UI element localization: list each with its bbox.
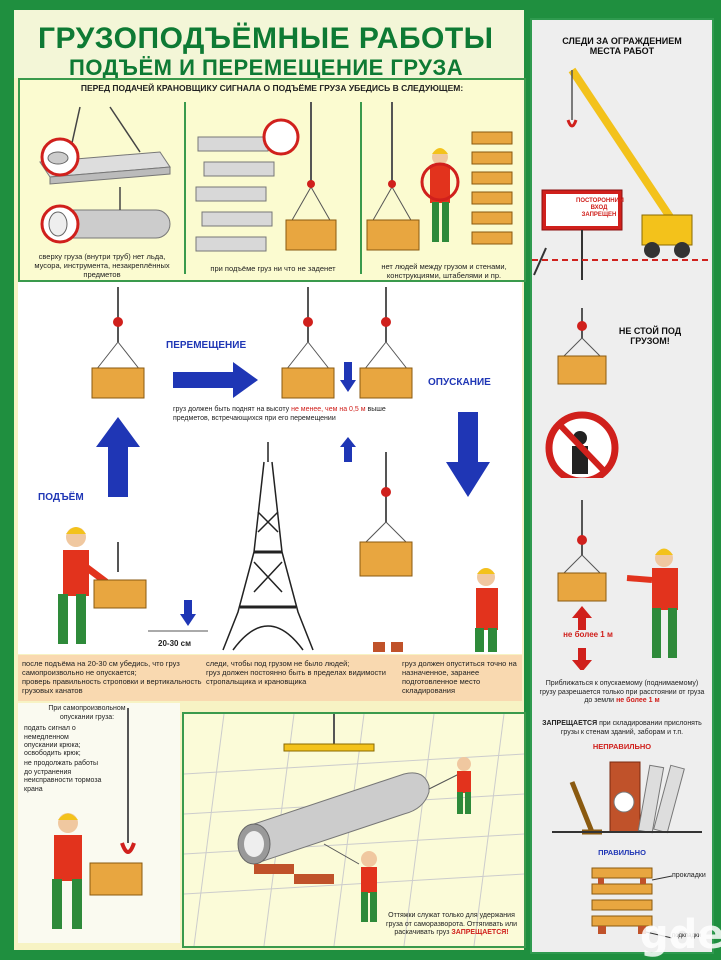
self-lowering-item-3: не продолжать работы до устранения неисп…: [24, 760, 102, 793]
tower-illustration: [222, 442, 314, 651]
wrong-label: НЕПРАВИЛЬНО: [592, 742, 652, 751]
supports-label: подкладки: [672, 933, 701, 939]
worker-signalling: [475, 568, 498, 652]
check-item-3: нет людей между грузом и стенами, констр…: [381, 262, 507, 280]
check-cell-3: нет людей между грузом и стенами, констр…: [362, 102, 524, 280]
band-note-3: груз должен опуститься точно на назначен…: [402, 659, 517, 695]
load-lowering: [359, 452, 413, 577]
process-illustration: [58, 287, 498, 652]
spacers-label: прокладки: [672, 872, 706, 879]
no-stand-illustration: [545, 308, 619, 478]
load-moving-1: [281, 287, 335, 399]
poster-title: ГРУЗОПОДЪЁМНЫЕ РАБОТЫ: [38, 22, 494, 55]
load-lifted: [91, 287, 145, 399]
storage-rule: ЗАПРЕЩАЕТСЯ при складировании прислонять…: [542, 720, 702, 736]
right-label: ПРАВИЛЬНО: [598, 848, 646, 857]
self-lowering-item-2: освободить крюк;: [24, 750, 81, 757]
band-note-2: следи, чтобы под грузом не было людей; г…: [206, 659, 386, 686]
check-heading: ПЕРЕД ПОДАЧЕЙ КРАНОВЩИКУ СИГНАЛА О ПОДЪЁ…: [80, 83, 464, 93]
move-arrow: [173, 362, 258, 398]
self-lowering-item-1: подать сигнал о немедленном опускании кр…: [24, 725, 81, 749]
check-item-1: сверху груза (внутри труб) нет льда, мус…: [34, 252, 170, 279]
check-cell-1: сверху груза (внутри труб) нет льда, мус…: [20, 102, 186, 279]
right-storage-illustration: [591, 867, 673, 939]
poster-subtitle: ПОДЪЁМ И ПЕРЕМЕЩЕНИЕ ГРУЗА: [69, 55, 464, 80]
band-note-1: после подъёма на 20-30 см убедись, что г…: [22, 659, 202, 695]
notes-band: после подъёма на 20-30 см убедись, что г…: [18, 655, 522, 701]
stacked-boards-illustration: [195, 102, 337, 252]
worker-lifting: [58, 527, 147, 644]
lower-label: ОПУСКАНИЕ: [428, 377, 491, 388]
watermark-logo: gde: [640, 912, 721, 958]
check-section: ПЕРЕД ПОДАЧЕЙ КРАНОВЩИКУ СИГНАЛА О ПОДЪЁ…: [18, 78, 526, 282]
guy-ropes-section: Оттяжки служат только для удержания груз…: [182, 712, 526, 948]
gap-label: 20-30 см: [158, 639, 192, 648]
crane-illustration: [532, 67, 712, 280]
limit-label: не более 1 м: [563, 630, 613, 639]
no-entry-sign: ПОСТОРОННИМ ВХОД ЗАПРЕЩЕН: [576, 198, 624, 218]
title-area: ГРУЗОПОДЪЁМНЫЕ РАБОТЫ ПОДЪЁМ И ПЕРЕМЕЩЕН…: [14, 10, 524, 80]
height-note: груз должен быть поднят на высоту не мен…: [173, 406, 386, 422]
load-moving-2: [359, 287, 413, 399]
check-cell-2: при подъёме груз ни что не заденет: [186, 102, 362, 274]
guy-ropes-note: Оттяжки служат только для удержания груз…: [385, 912, 518, 936]
right-column: СЛЕДИ ЗА ОГРАЖДЕНИЕМ МЕСТА РАБОТ ПОСТОРО…: [530, 18, 714, 954]
slab-pipe-illustration: [39, 106, 171, 244]
self-lowering-illustration: [52, 708, 143, 929]
process-area: ПЕРЕМЕЩЕНИЕ ОПУСКАНИЕ ПОДЪЁМ груз должен…: [18, 282, 522, 654]
self-lowering-section: При самопроизвольном опускании груза: по…: [18, 703, 180, 943]
worker-between-loads-illustration: [366, 102, 513, 251]
lift-arrow: [96, 417, 140, 497]
fence-title: СЛЕДИ ЗА ОГРАЖДЕНИЕМ МЕСТА РАБОТ: [562, 36, 682, 56]
lower-arrow: [446, 412, 490, 497]
check-item-2: при подъёме груз ни что не заденет: [210, 264, 336, 273]
move-label: ПЕРЕМЕЩЕНИЕ: [166, 340, 247, 351]
approach-illustration: [557, 500, 678, 670]
no-stand-label: НЕ СТОЙ ПОД ГРУЗОМ!: [618, 326, 682, 346]
lift-label: ПОДЪЁМ: [38, 492, 84, 503]
pipe-lift-illustration: [183, 713, 525, 947]
self-lowering-heading: При самопроизвольном опускании груза:: [48, 705, 126, 721]
wrong-storage-illustration: [552, 761, 702, 835]
approach-rule: Приближаться к опускаемому (поднимаемому…: [539, 680, 705, 704]
